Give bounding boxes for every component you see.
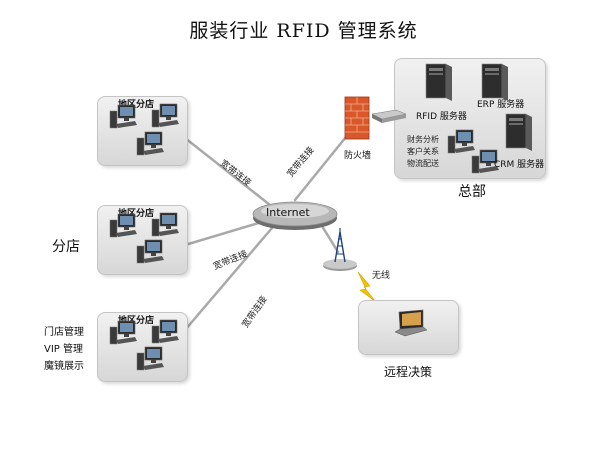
- router-icon: [371, 109, 407, 123]
- antenna-tower-icon: [323, 228, 357, 271]
- link-line-tower: [320, 224, 340, 254]
- erp-server-icon: [481, 63, 509, 102]
- firewall-label: 防火墙: [344, 151, 372, 161]
- remote-label: 远程决策: [384, 365, 433, 379]
- rfid-server-label: RFID 服务器: [416, 112, 467, 122]
- hq-service-1: 财务分析: [407, 135, 439, 144]
- link-line-mid-branch: [183, 220, 264, 247]
- wireless-label: 无线: [372, 271, 391, 281]
- branch-region-label-2: 地区分店: [118, 209, 155, 219]
- internet-cloud-icon: [252, 201, 338, 230]
- erp-server-label: ERP 服务器: [477, 100, 525, 110]
- link-line-hq: [293, 130, 352, 202]
- store-function-1: 门店管理: [44, 327, 84, 338]
- store-function-3: 魔镜展示: [44, 361, 84, 372]
- branch-region-label-3: 地区分店: [118, 316, 155, 326]
- branch-region-label-1: 地区分店: [118, 100, 155, 110]
- rfid-server-icon: [425, 63, 453, 102]
- crm-server-label: CRM 服务器: [494, 160, 545, 170]
- store-function-2: VIP 管理: [44, 344, 83, 355]
- hq-computer-icon: [447, 129, 476, 154]
- hq-service-3: 物流配送: [407, 159, 439, 168]
- firewall-icon: [344, 96, 370, 140]
- hq-service-2: 客户关系: [407, 147, 439, 156]
- branch-side-label: 分店: [52, 239, 80, 255]
- crm-server-icon: [505, 113, 533, 152]
- diagram-title: 服装行业 RFID 管理系统: [189, 20, 418, 42]
- internet-label: Internet: [266, 206, 310, 219]
- link-line-bottom-branch: [183, 226, 274, 332]
- hq-label: 总部: [458, 184, 486, 200]
- laptop-icon: [394, 309, 428, 337]
- link-line-top-branch: [183, 136, 272, 207]
